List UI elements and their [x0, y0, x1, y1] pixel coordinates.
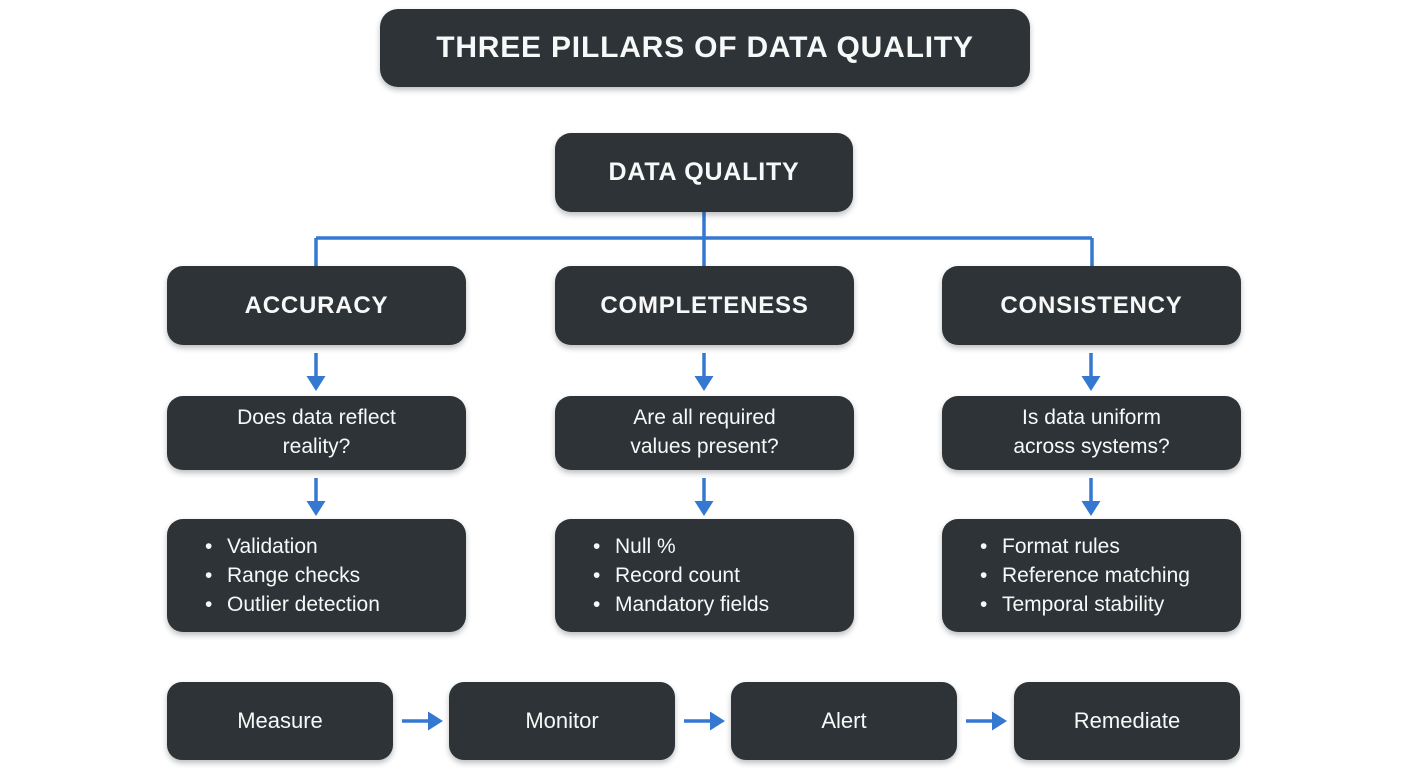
checks-list-accuracy: Validation Range checks Outlier detectio…: [205, 532, 380, 619]
right-arrow-monitor-alert: [684, 711, 725, 731]
root-node-data-quality: DATA QUALITY: [555, 133, 853, 212]
down-arrow-accuracy-question: [306, 353, 326, 391]
check-item: Mandatory fields: [593, 590, 769, 619]
checks-node-completeness: Null % Record count Mandatory fields: [555, 519, 854, 632]
question-text-completeness: Are all required values present?: [630, 406, 779, 458]
question-text-accuracy: Does data reflect reality?: [237, 406, 396, 458]
down-arrow-completeness-checks: [694, 478, 714, 516]
checks-node-consistency: Format rules Reference matching Temporal…: [942, 519, 1241, 632]
check-item: Format rules: [980, 532, 1190, 561]
down-arrow-consistency-checks: [1081, 478, 1101, 516]
check-item: Range checks: [205, 561, 380, 590]
down-arrow-accuracy-checks: [306, 478, 326, 516]
checks-list-completeness: Null % Record count Mandatory fields: [593, 532, 769, 619]
step-node-remediate: Remediate: [1014, 682, 1240, 760]
tree-connector-line: [314, 212, 1094, 266]
question-text-consistency: Is data uniform across systems?: [1013, 406, 1170, 458]
checks-list-consistency: Format rules Reference matching Temporal…: [980, 532, 1190, 619]
down-arrow-completeness-question: [694, 353, 714, 391]
step-node-measure: Measure: [167, 682, 393, 760]
diagram-title: THREE PILLARS OF DATA QUALITY: [380, 9, 1030, 87]
question-node-completeness: Are all required values present?: [555, 396, 854, 470]
right-arrow-measure-monitor: [402, 711, 443, 731]
check-item: Null %: [593, 532, 769, 561]
pillar-node-accuracy: ACCURACY: [167, 266, 466, 345]
step-node-monitor: Monitor: [449, 682, 675, 760]
pillar-node-consistency: CONSISTENCY: [942, 266, 1241, 345]
checks-node-accuracy: Validation Range checks Outlier detectio…: [167, 519, 466, 632]
question-node-consistency: Is data uniform across systems?: [942, 396, 1241, 470]
check-item: Record count: [593, 561, 769, 590]
check-item: Temporal stability: [980, 590, 1190, 619]
down-arrow-consistency-question: [1081, 353, 1101, 391]
check-item: Outlier detection: [205, 590, 380, 619]
right-arrow-alert-remediate: [966, 711, 1007, 731]
step-node-alert: Alert: [731, 682, 957, 760]
check-item: Validation: [205, 532, 380, 561]
pillar-node-completeness: COMPLETENESS: [555, 266, 854, 345]
check-item: Reference matching: [980, 561, 1190, 590]
question-node-accuracy: Does data reflect reality?: [167, 396, 466, 470]
